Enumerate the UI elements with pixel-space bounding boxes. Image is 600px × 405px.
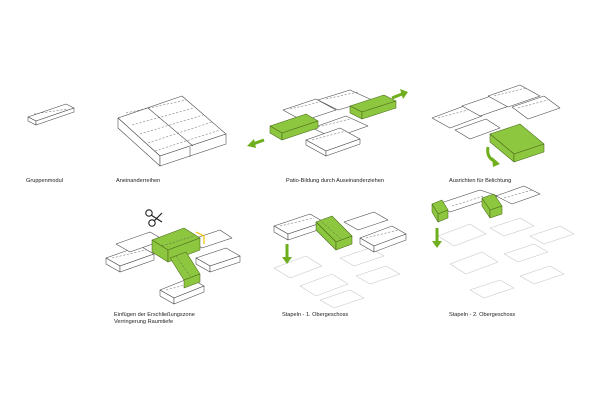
- caption-group-module: Gruppenmodul: [26, 178, 63, 185]
- patio-formation-diagram: [247, 89, 408, 157]
- caption-text: Patio-Bildung durch Auseinanderziehen: [286, 178, 384, 184]
- caption-stacking-first-floor: Stapeln - 1. Obergeschoss: [282, 312, 348, 319]
- caption-line-2: Verringerung Raumtiefe: [114, 319, 174, 325]
- caption-text: Ausrichten für Belichtung: [449, 178, 512, 184]
- scissors-icon: [145, 209, 163, 227]
- caption-stacking-second-floor: Stapeln - 2. Obergeschoss: [449, 312, 515, 319]
- caption-text: Stapeln - 1. Obergeschoss: [282, 312, 349, 318]
- caption-row-arrangement: Aneinanderreihen: [116, 178, 160, 185]
- caption-text: Aneinanderreihen: [116, 178, 161, 184]
- stacking-first-floor-diagram: [273, 211, 407, 309]
- orientation-diagram: [431, 84, 561, 167]
- arrow-icon: [391, 92, 403, 100]
- caption-text: Stapeln - 2. Obergeschoss: [449, 312, 516, 318]
- caption-circulation-zone: Einfügen der Erschließungszone Verringer…: [114, 312, 195, 326]
- caption-orientation: Ausrichten für Belichtung: [449, 178, 511, 185]
- row-arrangement-diagram: [117, 95, 227, 167]
- group-module-diagram: [27, 103, 75, 126]
- caption-text: Gruppenmodul: [26, 178, 64, 184]
- caption-line-1: Einfügen der Erschließungszone: [114, 312, 195, 318]
- stacking-second-floor-diagram: [431, 185, 575, 299]
- caption-patio-formation: Patio-Bildung durch Auseinanderziehen: [286, 178, 384, 185]
- circulation-zone-diagram: [105, 209, 241, 305]
